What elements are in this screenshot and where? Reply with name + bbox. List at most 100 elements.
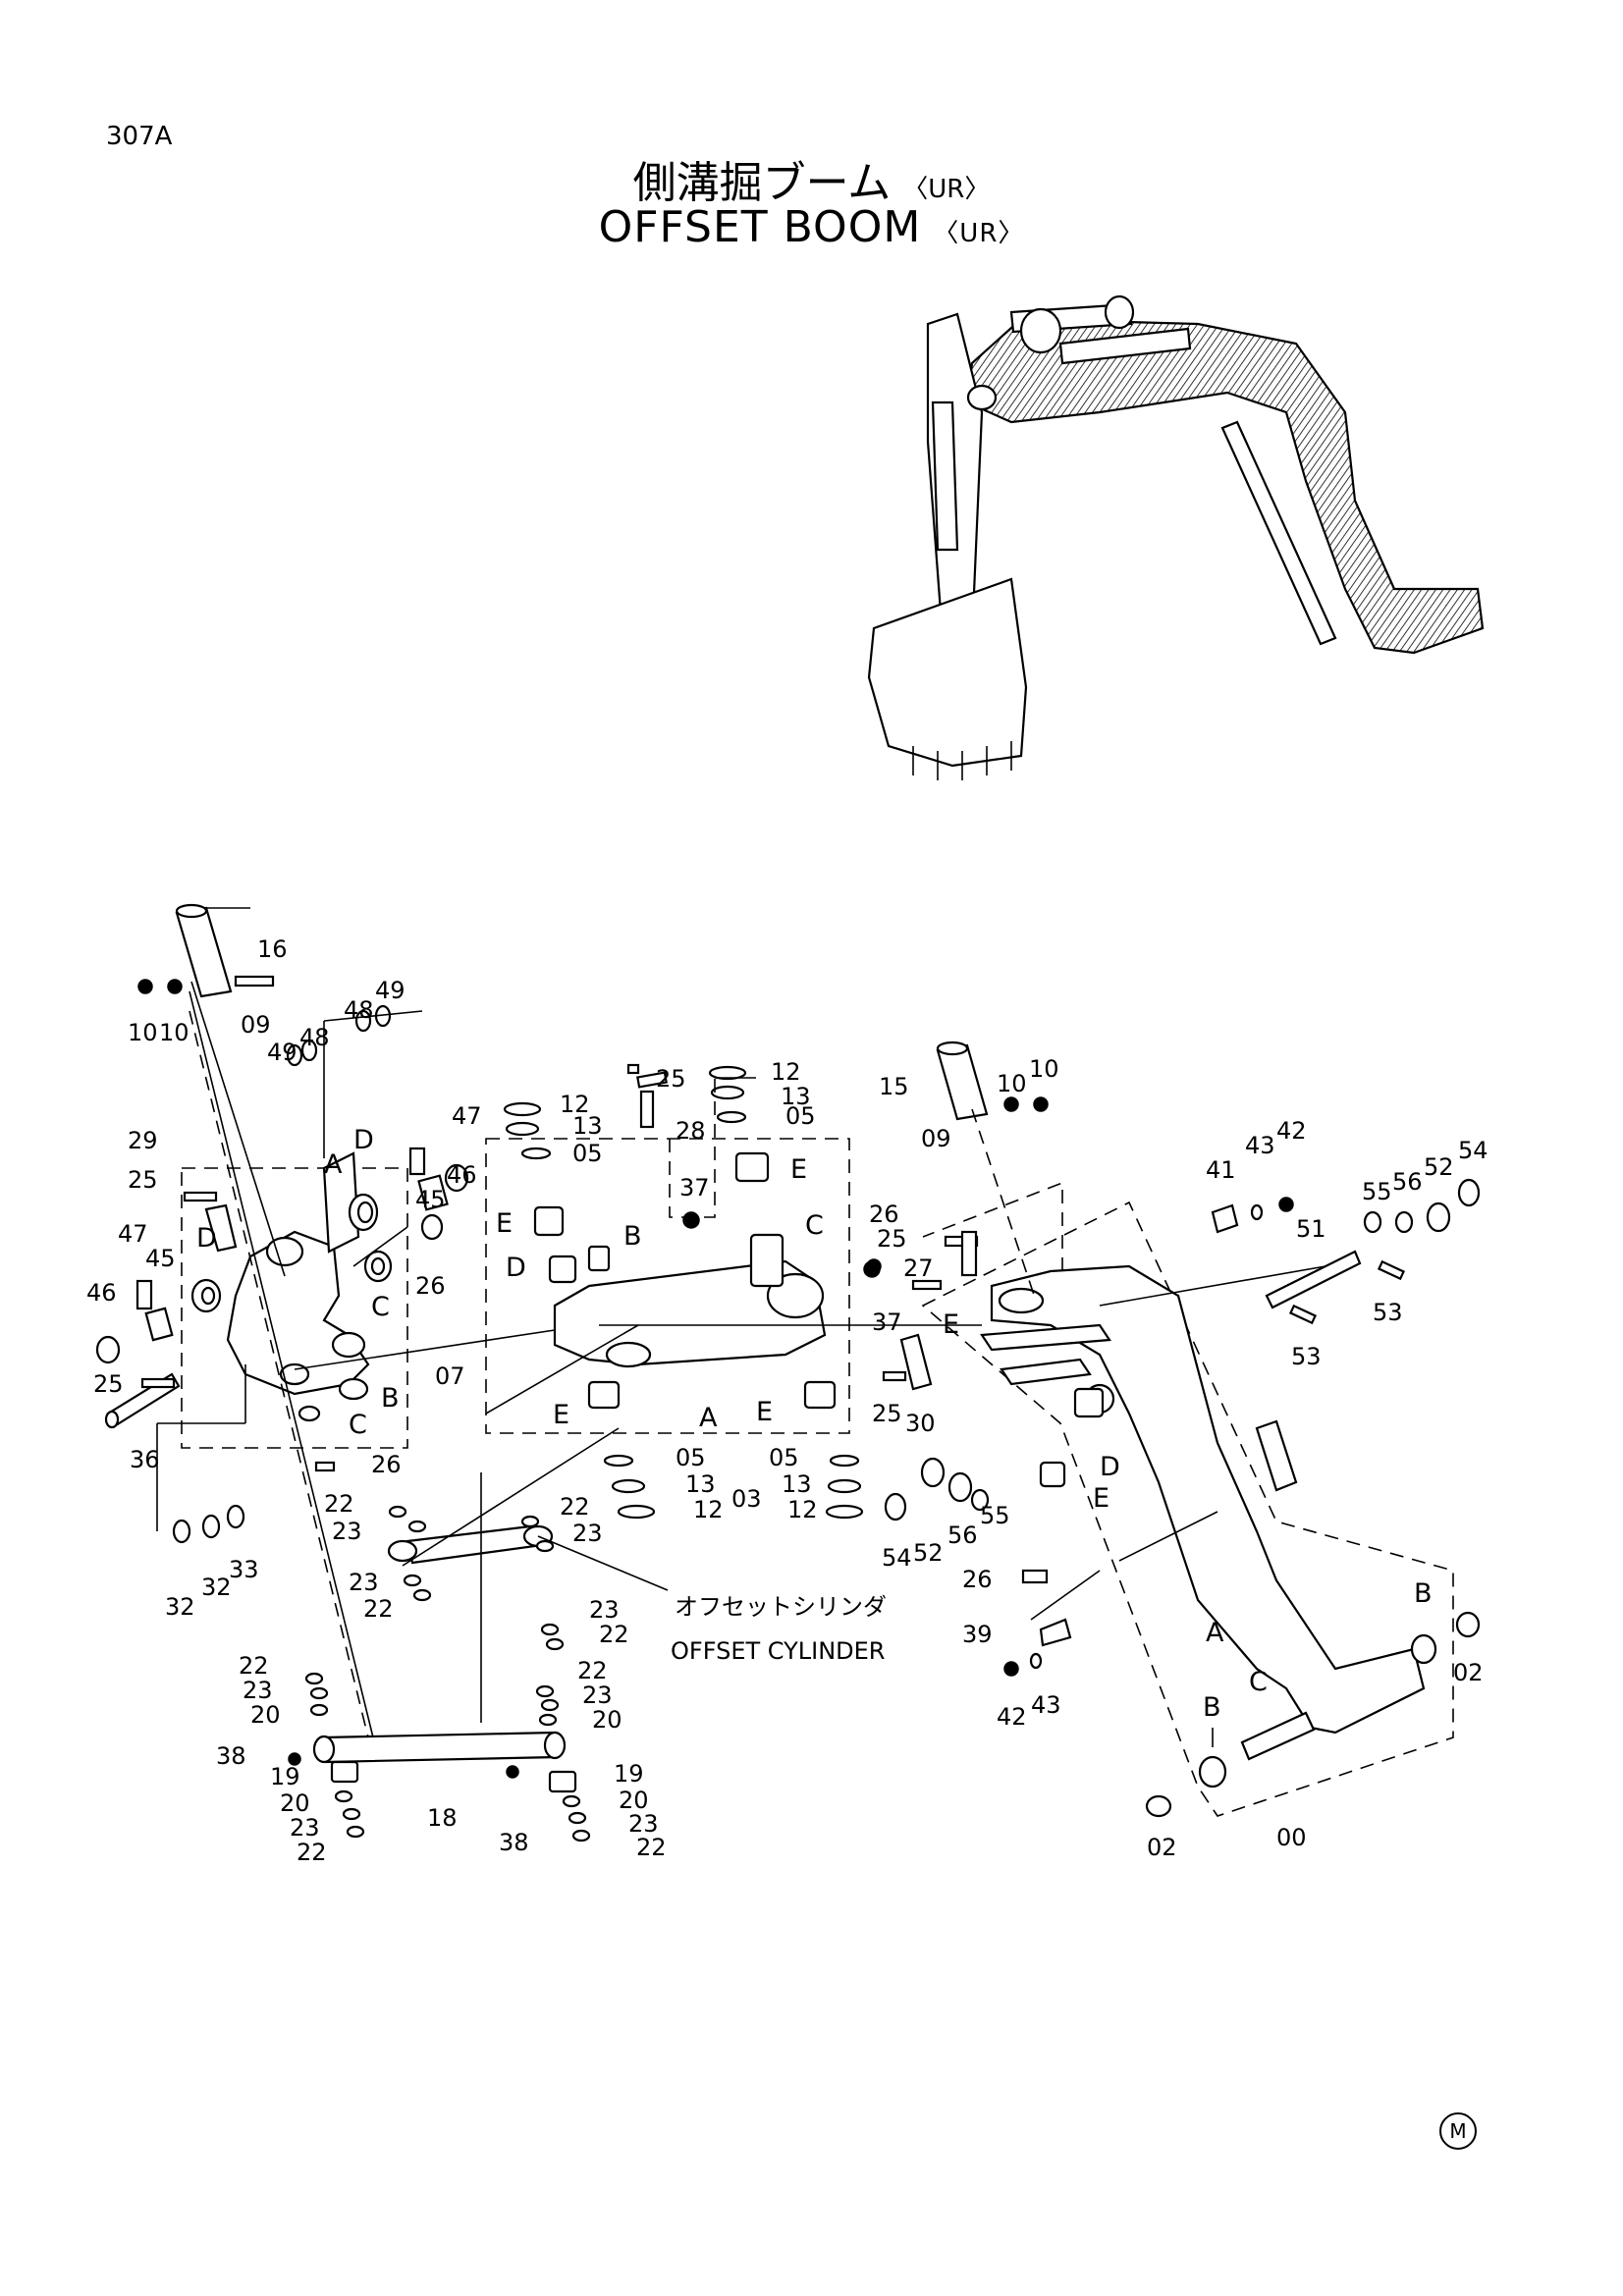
label-23: 23	[290, 1814, 320, 1842]
letter-B: B	[381, 1383, 400, 1414]
label-32: 32	[165, 1593, 195, 1621]
letter-E: E	[1093, 1483, 1109, 1514]
label-53: 53	[1373, 1299, 1403, 1326]
title-jp-text: 側溝掘ブーム	[632, 158, 892, 208]
label-25: 25	[93, 1370, 124, 1398]
label-20: 20	[619, 1787, 649, 1814]
label-47: 47	[118, 1220, 148, 1248]
label-10: 10	[159, 1019, 189, 1046]
label-05: 05	[785, 1102, 816, 1130]
letter-B: B	[1414, 1578, 1433, 1609]
letter-E: E	[790, 1154, 807, 1185]
label-48: 48	[299, 1024, 330, 1051]
label-38: 38	[499, 1829, 529, 1856]
label-56: 56	[1392, 1168, 1423, 1196]
label-26: 26	[415, 1272, 446, 1300]
letter-D: D	[1100, 1452, 1120, 1482]
letter-D: D	[353, 1125, 374, 1155]
title-english: OFFSET BOOM 〈UR〉	[0, 202, 1623, 252]
label-55: 55	[980, 1502, 1010, 1529]
manufacturer-mark: M	[1439, 2112, 1477, 2150]
label-07: 07	[435, 1362, 465, 1390]
label-19: 19	[270, 1763, 300, 1790]
label-10: 10	[128, 1019, 158, 1046]
label-25: 25	[128, 1166, 158, 1194]
label-02: 02	[1147, 1834, 1177, 1861]
pin-15	[936, 1043, 989, 1121]
letter-A: A	[1206, 1618, 1224, 1648]
label-22: 22	[560, 1493, 590, 1521]
label-22: 22	[239, 1652, 269, 1680]
letter-E: E	[553, 1400, 569, 1430]
offset-cylinder-callout: オフセットシリンダ OFFSET CYLINDER	[671, 1593, 887, 1665]
letter-C: C	[349, 1410, 367, 1440]
label-46: 46	[447, 1161, 477, 1189]
label-28: 28	[676, 1117, 706, 1145]
letter-E: E	[943, 1309, 959, 1340]
offset-cylinder-illustration	[1220, 420, 1337, 646]
letter-E: E	[756, 1397, 773, 1427]
label-36: 36	[130, 1446, 160, 1473]
label-12: 12	[693, 1496, 724, 1523]
label-13: 13	[685, 1470, 716, 1498]
offset-cylinder-label-en: OFFSET CYLINDER	[671, 1637, 885, 1665]
label-51: 51	[1296, 1215, 1326, 1243]
letter-C: C	[805, 1210, 824, 1241]
bucket-illustration	[867, 577, 1028, 768]
title-en-text: OFFSET BOOM	[598, 202, 922, 252]
label-13: 13	[781, 1083, 811, 1110]
label-15: 15	[879, 1073, 909, 1100]
label-33: 33	[229, 1556, 259, 1583]
label-22: 22	[363, 1595, 394, 1623]
pin-51	[1265, 1250, 1362, 1309]
pin-30	[899, 1333, 933, 1391]
label-20: 20	[280, 1789, 310, 1817]
plate-41	[1211, 1203, 1239, 1234]
arm-cylinder-illustration	[1058, 327, 1192, 365]
label-05: 05	[676, 1444, 706, 1471]
letter-D: D	[196, 1223, 217, 1254]
label-23: 23	[589, 1596, 620, 1624]
lower-bracket-assembly	[95, 903, 469, 1544]
label-48: 48	[344, 996, 374, 1024]
label-09: 09	[921, 1125, 951, 1152]
label-23: 23	[243, 1677, 273, 1704]
label-43: 43	[1031, 1691, 1061, 1719]
label-42: 42	[1276, 1117, 1307, 1145]
label-54: 54	[1458, 1137, 1488, 1164]
middle-link-assembly	[485, 1063, 881, 1520]
label-18: 18	[427, 1804, 458, 1832]
title-en-variant: 〈UR〉	[933, 219, 1025, 248]
section-letter-labels: A D C D B C E B D E C E A E E D E A B C …	[196, 1125, 1433, 1723]
label-22: 22	[324, 1490, 354, 1518]
label-32: 32	[201, 1574, 232, 1601]
machine-overview-illustration	[867, 294, 1485, 780]
letter-D: D	[506, 1253, 526, 1283]
label-29: 29	[128, 1127, 158, 1154]
label-10: 10	[997, 1070, 1027, 1097]
pin-C	[1240, 1711, 1316, 1761]
letter-C: C	[371, 1292, 390, 1322]
label-22: 22	[636, 1834, 667, 1861]
leader-lines	[156, 907, 1326, 1747]
label-55: 55	[1362, 1178, 1392, 1205]
part-number-labels: 16 10 10 09 48 49 49 48 29 47 25 45 46 2…	[86, 935, 1488, 1866]
label-56: 56	[947, 1522, 978, 1549]
offset-boom-highlight	[965, 317, 1485, 655]
plate-39	[1039, 1618, 1072, 1647]
label-45: 45	[145, 1245, 176, 1272]
label-49: 49	[375, 977, 406, 1004]
label-00: 00	[1276, 1824, 1307, 1851]
label-42: 42	[997, 1703, 1027, 1731]
label-12: 12	[771, 1058, 801, 1086]
label-52: 52	[1424, 1153, 1454, 1181]
label-22: 22	[577, 1657, 608, 1684]
label-54: 54	[882, 1544, 912, 1572]
label-41: 41	[1206, 1156, 1236, 1184]
letter-A: A	[324, 1149, 343, 1180]
boom-00	[990, 1264, 1426, 1735]
label-09: 09	[241, 1011, 271, 1039]
label-27: 27	[903, 1255, 934, 1282]
title-jp-variant: 〈UR〉	[902, 175, 991, 204]
label-13: 13	[572, 1112, 603, 1140]
